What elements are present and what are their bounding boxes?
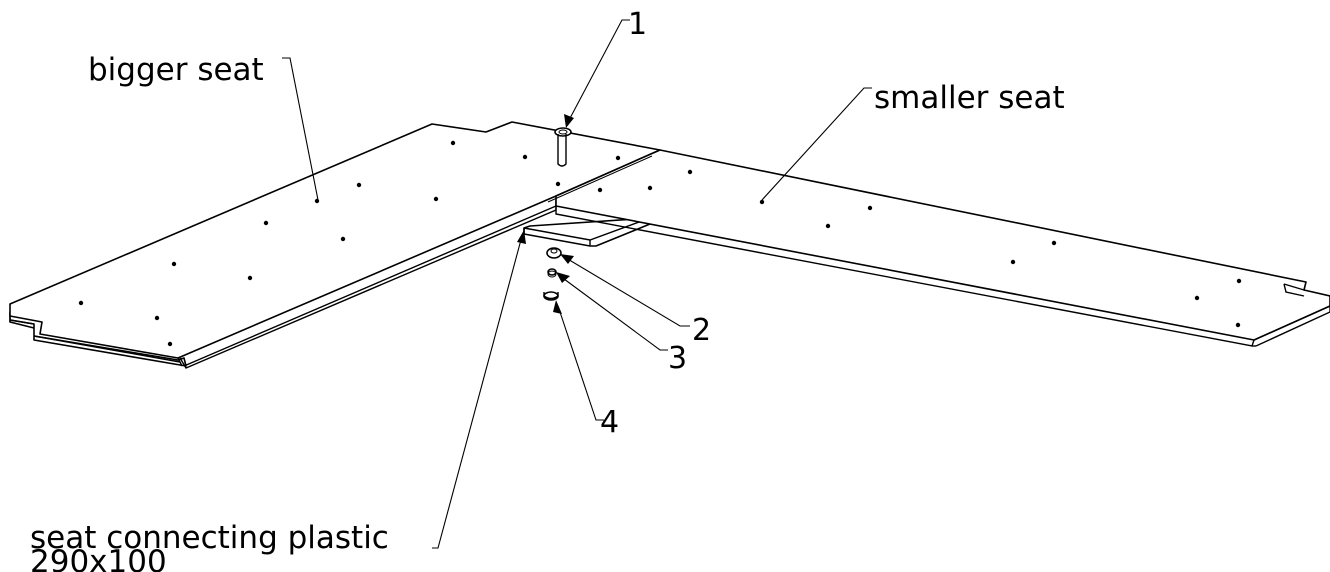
callout-3-leader (559, 275, 668, 351)
bigger-seat-leader (282, 57, 319, 201)
washer-icon (543, 291, 559, 301)
nut-icon (546, 247, 562, 259)
connecting-plastic-plate (523, 217, 651, 247)
callout-3-label: 3 (668, 341, 687, 376)
bolt-icon (554, 127, 572, 167)
bigger-seat-holes (78, 140, 621, 347)
connector-label-line1: seat connecting plastic (30, 520, 389, 556)
connector-arrow (517, 230, 526, 244)
callout-4-arrow (553, 300, 562, 314)
smaller-seat-plate (547, 149, 1330, 347)
callout-4-label: 4 (600, 405, 619, 440)
callout-2-arrow (560, 254, 574, 264)
connector-label-line2: 290x100 (30, 544, 167, 572)
callout-3-arrow (556, 272, 570, 283)
callout-1-arrow (564, 114, 574, 128)
callout-4-leader (557, 305, 604, 421)
washer-small-icon (547, 268, 557, 278)
callout-1-leader (567, 19, 630, 123)
bigger-seat-plate (9, 121, 661, 369)
smaller-seat-leader (761, 87, 872, 201)
callout-2-leader (565, 257, 690, 327)
callout-1-label: 1 (628, 7, 647, 42)
smaller-seat-holes (597, 169, 1242, 328)
callout-2-label: 2 (692, 313, 711, 348)
bigger-seat-label: bigger seat (88, 52, 264, 88)
smaller-seat-label: smaller seat (874, 80, 1065, 116)
connector-leader (432, 235, 523, 549)
